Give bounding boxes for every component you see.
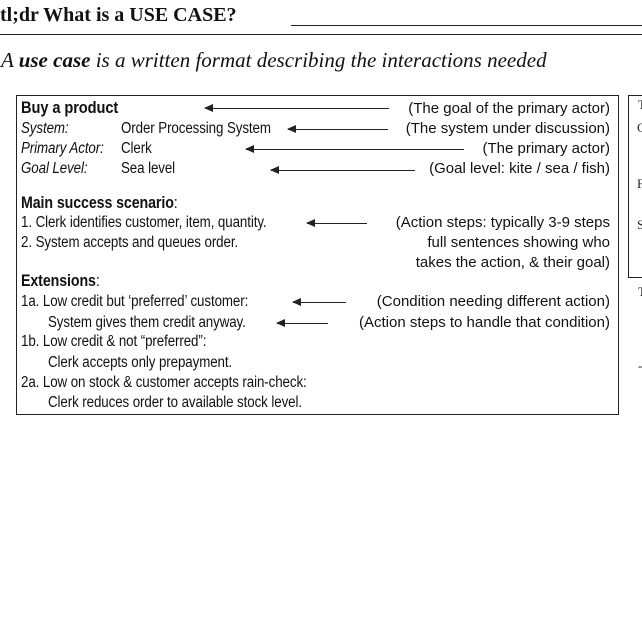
use-case-title: Buy a product [21,98,119,117]
extension-2a: 2a. Low on stock & customer accepts rain… [21,374,307,391]
heading-underline [291,25,642,26]
extension-1b-action: Clerk accepts only prepayment. [48,354,233,371]
annotation-goal-level: (Goal level: kite / sea / fish) [429,160,610,177]
arrow-actor [245,145,464,153]
adjacent-fragment-5: T [638,284,642,299]
intro-body: is a written format describing the inter… [95,48,547,72]
annotation-system: (The system under discussion) [405,120,610,137]
main-scenario-heading: Main success scenario: [21,194,178,212]
ext-heading-text: Extensions [21,272,96,290]
arrow-condition [292,298,346,306]
annotation-handle: (Action steps to handle that condition) [359,314,610,331]
goal-label: Goal Level: [21,160,88,177]
arrow-handle [276,319,328,327]
annotation-goal: (The goal of the primary actor) [408,100,610,117]
page-heading: tl;dr What is a USE CASE? [0,4,237,26]
extension-2a-action: Clerk reduces order to available stock l… [48,394,302,411]
step-1: 1. Clerk identifies customer, item, quan… [21,214,267,231]
header-rule [0,34,642,35]
intro-text: A use case is a written format describin… [1,48,547,73]
main-heading-colon: : [173,194,178,212]
adjacent-panel-frame [628,95,642,278]
system-label: System: [21,120,69,137]
actor-value: Clerk [121,140,152,157]
extension-1a: 1a. Low credit but ‘preferred’ customer: [21,293,249,310]
annotation-actor: (The primary actor) [482,140,610,157]
ext-heading-colon: : [95,272,100,290]
adjacent-fragment-3: F [637,176,642,191]
main-heading-text: Main success scenario [21,194,174,212]
goal-value: Sea level [121,160,176,177]
use-case-card: Buy a product System: Order Processing S… [16,95,619,415]
annotation-condition: (Condition needing different action) [376,293,610,310]
arrow-goal [204,104,389,112]
annotation-steps-2: full sentences showing who [427,234,610,251]
step-2: 2. System accepts and queues order. [21,234,239,251]
adjacent-fragment-1: T [638,97,642,112]
system-value: Order Processing System [121,120,271,137]
arrow-goal-level [270,166,415,174]
extensions-heading: Extensions: [21,272,100,290]
adjacent-fragment-6: - [638,358,642,373]
annotation-steps-1: (Action steps: typically 3-9 steps [395,214,610,231]
adjacent-fragment-2: C [637,120,642,135]
adjacent-fragment-4: S [637,217,642,232]
extension-1a-action: System gives them credit anyway. [48,314,246,331]
intro-bold-term: use case [18,48,91,72]
actor-label: Primary Actor: [21,140,104,157]
extension-1b: 1b. Low credit & not “preferred”: [21,333,207,350]
intro-prefix: A [1,48,14,72]
arrow-system [287,125,388,133]
annotation-steps-3: takes the action, & their goal) [415,254,610,271]
arrow-action-steps [306,219,367,227]
